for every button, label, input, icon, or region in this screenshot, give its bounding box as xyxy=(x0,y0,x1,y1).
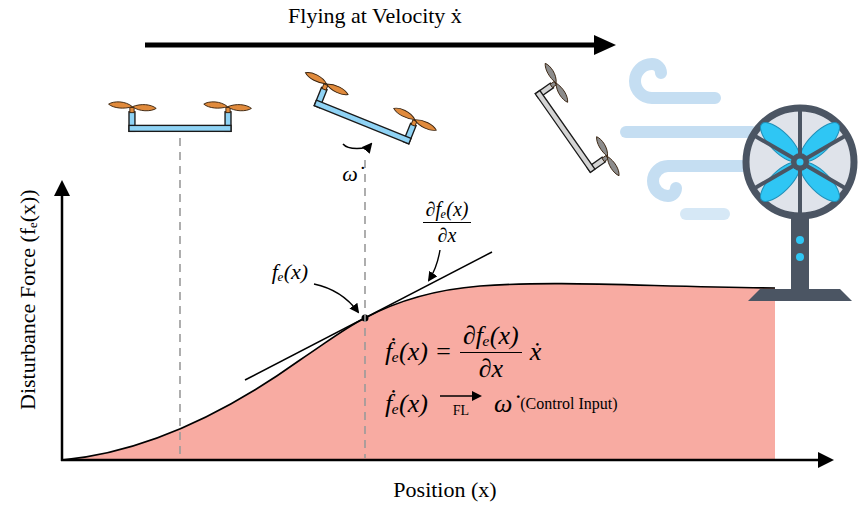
angular-rate-label: ω̇ xyxy=(342,161,358,186)
arrow-subscript: FL xyxy=(453,403,469,419)
drone-future xyxy=(524,62,624,188)
axis-title: Position (x) xyxy=(393,477,496,502)
arrow-symbol xyxy=(438,389,484,403)
disturbance-area xyxy=(62,284,775,460)
dashed-guide xyxy=(364,160,366,458)
fraction-numerator: ∂fₑ(x) xyxy=(423,198,472,223)
tangent-line xyxy=(245,252,492,380)
fraction-numerator: ∂fₑ(x) xyxy=(460,321,522,353)
equation-term: ḟₑ(x) = xyxy=(385,337,452,367)
leader-arrow xyxy=(429,250,440,280)
equation-row: FL ḟₑ(x) ω̇ (Control Input) xyxy=(385,389,618,419)
curve-label: fₑ(x) xyxy=(272,259,308,284)
motion-caption: Flying at Velocity ẋ xyxy=(288,3,462,28)
drone-tilting xyxy=(295,71,438,152)
fraction: ∂fₑ(x)∂x xyxy=(460,321,522,384)
fraction-denominator: ∂x xyxy=(479,353,503,384)
fan xyxy=(746,108,854,301)
equation-row: ∂fₑ(x)∂x ḟₑ(x) = ẋ xyxy=(385,321,541,384)
velocity-arrow xyxy=(145,35,616,55)
drones xyxy=(109,62,624,188)
x-axis xyxy=(61,459,820,462)
fraction-denominator: ∂x xyxy=(438,223,457,247)
chart xyxy=(54,138,834,468)
fraction: ∂fₑ(x)∂x xyxy=(423,198,472,247)
dashed-guide xyxy=(179,138,181,458)
equation-term: ḟₑ(x) xyxy=(385,389,428,419)
leader-arrow xyxy=(314,284,358,312)
y-axis-head xyxy=(54,180,70,196)
equation-note: (Control Input) xyxy=(520,395,617,413)
rotation-arrow xyxy=(343,144,371,148)
equation-term: ẋ xyxy=(530,337,542,367)
maps-to-arrow: FL xyxy=(438,389,484,419)
axis-title: Disturbance Force (fₑ(x)) xyxy=(14,190,39,411)
wind-swirls xyxy=(626,64,752,214)
disturbance-curve xyxy=(62,284,775,460)
y-axis xyxy=(61,194,64,461)
x-axis-head xyxy=(818,452,834,468)
equation-term: ω̇ xyxy=(494,389,512,419)
drone-level xyxy=(109,102,252,131)
